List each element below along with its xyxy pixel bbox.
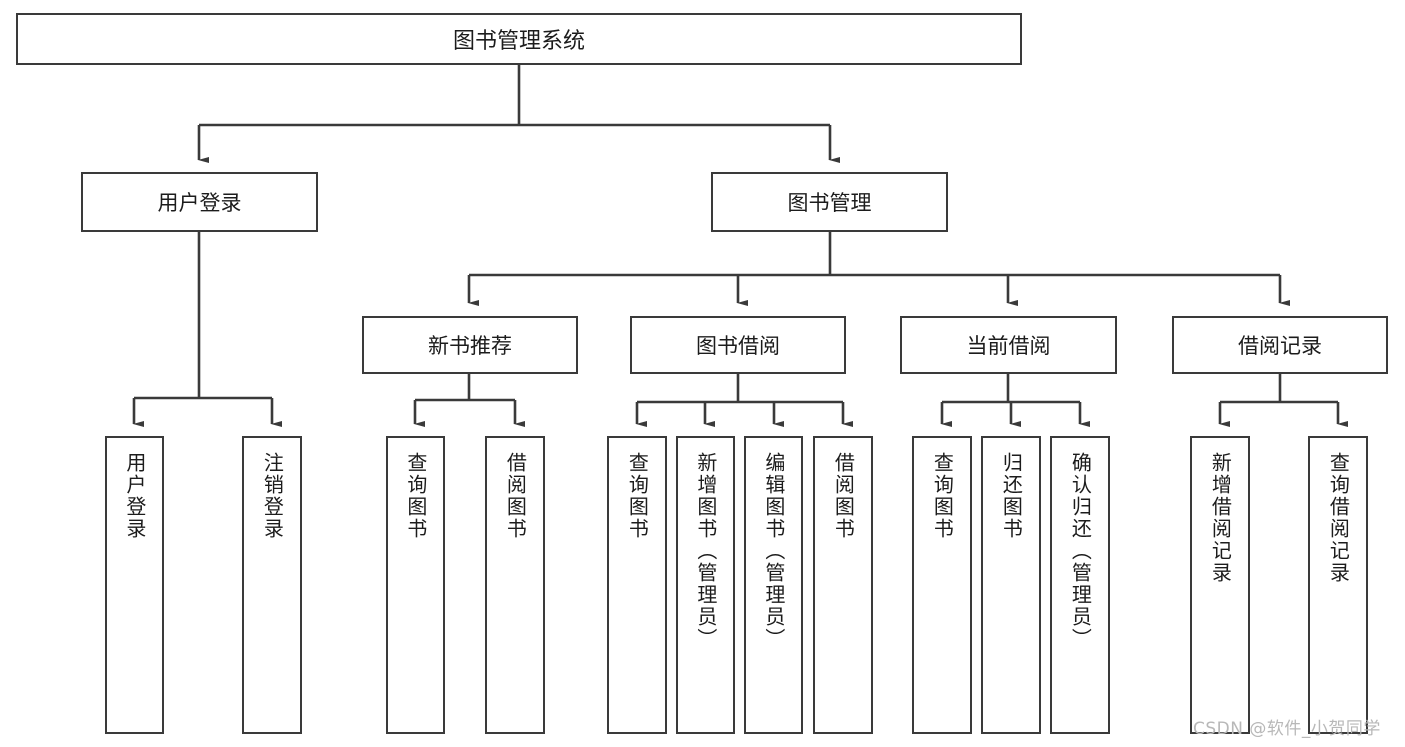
node-leaf-query-book-new-label: 查询图书 (403, 452, 428, 540)
node-book-borrow[interactable]: 图书借阅 (630, 316, 846, 374)
node-leaf-query-record-label: 查询借阅记录 (1326, 452, 1351, 584)
node-current-borrow-label: 当前借阅 (966, 334, 1051, 358)
node-current-borrow[interactable]: 当前借阅 (900, 316, 1117, 374)
node-borrow-record[interactable]: 借阅记录 (1172, 316, 1388, 374)
node-leaf-borrow-book-bb[interactable]: 借阅图书 (813, 436, 873, 734)
node-leaf-query-book-new[interactable]: 查询图书 (386, 436, 445, 734)
node-leaf-edit-book[interactable]: 编辑图书（管理员） (744, 436, 803, 734)
node-leaf-borrow-book-new-label: 借阅图书 (503, 452, 528, 540)
node-leaf-return-book[interactable]: 归还图书 (981, 436, 1041, 734)
node-book-borrow-label: 图书借阅 (696, 334, 780, 358)
node-leaf-user-login-label: 用户登录 (122, 452, 147, 540)
node-root[interactable]: 图书管理系统 (16, 13, 1022, 65)
node-user-login[interactable]: 用户登录 (81, 172, 318, 232)
csdn-watermark: CSDN @软件_小贺同学 (1193, 719, 1381, 739)
node-leaf-query-record[interactable]: 查询借阅记录 (1308, 436, 1368, 734)
node-new-book-rec[interactable]: 新书推荐 (362, 316, 578, 374)
node-leaf-user-login[interactable]: 用户登录 (105, 436, 164, 734)
node-borrow-record-label: 借阅记录 (1238, 334, 1322, 358)
node-leaf-borrow-book-new[interactable]: 借阅图书 (485, 436, 545, 734)
node-leaf-edit-book-label: 编辑图书（管理员） (761, 452, 786, 650)
node-leaf-query-book-bb-label: 查询图书 (625, 452, 650, 540)
node-leaf-query-book-cb-label: 查询图书 (930, 452, 955, 540)
node-leaf-add-record[interactable]: 新增借阅记录 (1190, 436, 1250, 734)
node-root-label: 图书管理系统 (452, 29, 585, 54)
node-leaf-return-book-label: 归还图书 (999, 452, 1024, 540)
node-leaf-query-book-bb[interactable]: 查询图书 (607, 436, 667, 734)
node-leaf-confirm-return-label: 确认归还（管理员） (1068, 452, 1093, 650)
node-leaf-confirm-return[interactable]: 确认归还（管理员） (1050, 436, 1110, 734)
node-leaf-user-logout[interactable]: 注销登录 (242, 436, 302, 734)
node-new-book-rec-label: 新书推荐 (428, 334, 512, 358)
node-leaf-user-logout-label: 注销登录 (260, 452, 285, 540)
node-leaf-query-book-cb[interactable]: 查询图书 (912, 436, 972, 734)
node-book-manage[interactable]: 图书管理 (711, 172, 948, 232)
node-leaf-add-book-label: 新增图书（管理员） (693, 452, 718, 650)
node-user-login-label: 用户登录 (157, 191, 242, 215)
node-leaf-borrow-book-bb-label: 借阅图书 (831, 452, 856, 540)
node-book-manage-label: 图书管理 (787, 191, 872, 215)
node-leaf-add-record-label: 新增借阅记录 (1208, 452, 1233, 584)
node-leaf-add-book[interactable]: 新增图书（管理员） (676, 436, 735, 734)
